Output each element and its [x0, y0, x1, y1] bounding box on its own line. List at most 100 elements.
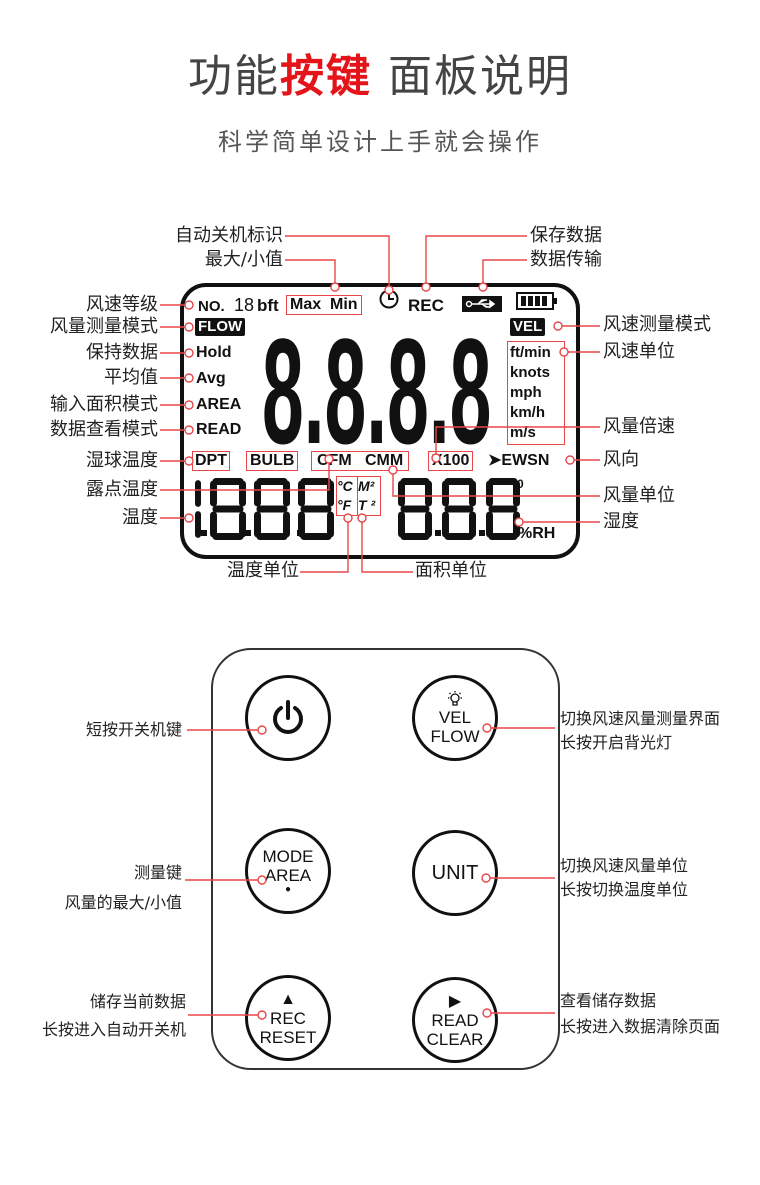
- arrow-icon: ➤: [488, 452, 502, 469]
- callout-dot: [184, 322, 194, 332]
- title-part: 功能: [188, 51, 280, 102]
- lcd-max: Max: [290, 296, 322, 313]
- lcd-superscript-zero: 0: [517, 477, 524, 491]
- segment: [239, 480, 246, 507]
- callout-dot: [384, 285, 394, 295]
- segment: [283, 511, 290, 538]
- area-label: AREA: [264, 866, 312, 885]
- lcd-rec: REC: [408, 296, 444, 315]
- segment: [195, 480, 201, 507]
- unit-button[interactable]: UNIT: [412, 830, 498, 916]
- lcd-hold: Hold: [196, 344, 232, 361]
- segment: [256, 505, 288, 513]
- lightbulb-icon: [448, 691, 462, 706]
- unit-knots: knots: [510, 364, 551, 381]
- lcd-cmm: CMM: [365, 452, 404, 469]
- decimal-point: [245, 530, 251, 536]
- rec-label: REC: [270, 1008, 306, 1028]
- deg-f: °F: [337, 497, 352, 513]
- lcd-no-digits: 18: [234, 295, 255, 315]
- decimal-point: [201, 530, 207, 536]
- segment: [256, 478, 288, 485]
- lcd-ewsn: EWSN: [501, 452, 550, 469]
- keypad-panel: [211, 648, 560, 1070]
- callout-dot: [257, 875, 267, 885]
- lcd-main-digits: 8.8.8.8: [262, 307, 492, 475]
- segment: [239, 511, 246, 538]
- callout-direction: 风向: [603, 449, 639, 470]
- segment: [486, 480, 493, 507]
- unit-ms: m/s: [510, 424, 536, 441]
- callout-dot: [388, 465, 398, 475]
- segment: [400, 505, 430, 513]
- lcd-max-min: Max Min: [286, 295, 362, 315]
- callout-read-mode: 数据查看模式: [50, 419, 158, 440]
- segment: [488, 505, 518, 513]
- segment: [469, 480, 476, 507]
- unit-ft-min: ft/min: [510, 344, 551, 361]
- power-button[interactable]: [245, 675, 331, 761]
- callout-area-mode: 输入面积模式: [50, 394, 158, 415]
- callout-line: [160, 463, 330, 491]
- callout-auto-off: 自动关机标识: [175, 225, 283, 246]
- segment: [300, 505, 332, 513]
- title-part: 面板说明: [372, 51, 572, 102]
- callout-humidity: 湿度: [603, 511, 639, 532]
- mode-desc: 测量键风量的最大/小值: [65, 858, 182, 918]
- unit-label: UNIT: [431, 861, 479, 884]
- segment: [488, 533, 518, 540]
- callout-wind-level: 风速等级: [86, 294, 158, 315]
- up-triangle-icon: ▲: [280, 990, 296, 1008]
- segment: [210, 511, 217, 538]
- segment: [469, 511, 476, 538]
- lcd-read: READ: [196, 421, 242, 438]
- decimal-point: [479, 530, 485, 536]
- callout-max-min: 最大/小值: [204, 249, 283, 270]
- callout-temperature: 温度: [122, 507, 158, 528]
- callout-line: [482, 259, 527, 283]
- callout-temp-unit: 温度单位: [227, 560, 299, 581]
- dot-icon: ●: [284, 884, 292, 895]
- unit-kmh: km/h: [510, 404, 546, 421]
- callout-dot: [257, 1010, 267, 1020]
- callout-flow-multiplier: 风量倍速: [603, 416, 675, 437]
- callout-dot: [482, 1008, 492, 1018]
- lcd-speed-units: ft/min knots mph km/h m/s: [507, 341, 565, 445]
- desc-line: 长按开启背光灯: [560, 733, 673, 752]
- lcd-x100: X100: [428, 451, 474, 471]
- reset-label: RESET: [259, 1027, 317, 1047]
- segment: [442, 480, 449, 507]
- callout-dot: [514, 517, 524, 527]
- segment: [400, 478, 430, 485]
- lcd-vel: VEL: [510, 318, 546, 336]
- desc-line: 风量的最大/小值: [64, 893, 182, 912]
- segment: [327, 511, 334, 538]
- callout-line: [300, 522, 349, 573]
- decimal-point: [435, 530, 441, 536]
- rec-desc: 储存当前数据长按进入自动开关机: [42, 988, 186, 1044]
- callout-dot: [357, 513, 367, 523]
- unit-desc: 切换风速风量单位长按切换温度单位: [560, 854, 688, 902]
- callout-dot: [257, 725, 267, 735]
- segment: [254, 480, 261, 507]
- segment: [210, 480, 217, 507]
- segment: [398, 511, 405, 538]
- unit-mph: mph: [510, 384, 542, 401]
- subtitle: 科学简单设计上手就会操作: [218, 128, 542, 156]
- desc-line: 长按进入数据清除页面: [560, 1017, 721, 1036]
- segment: [486, 511, 493, 538]
- callout-dew-point: 露点温度: [86, 479, 158, 500]
- lcd-min: Min: [330, 296, 358, 313]
- lcd-rh: %RH: [518, 525, 556, 542]
- callout-transfer: 数据传输: [530, 249, 602, 270]
- usb-icon: [462, 296, 502, 316]
- power-desc: 短按开关机键: [85, 720, 182, 739]
- unit-ft2: T ²: [358, 497, 376, 513]
